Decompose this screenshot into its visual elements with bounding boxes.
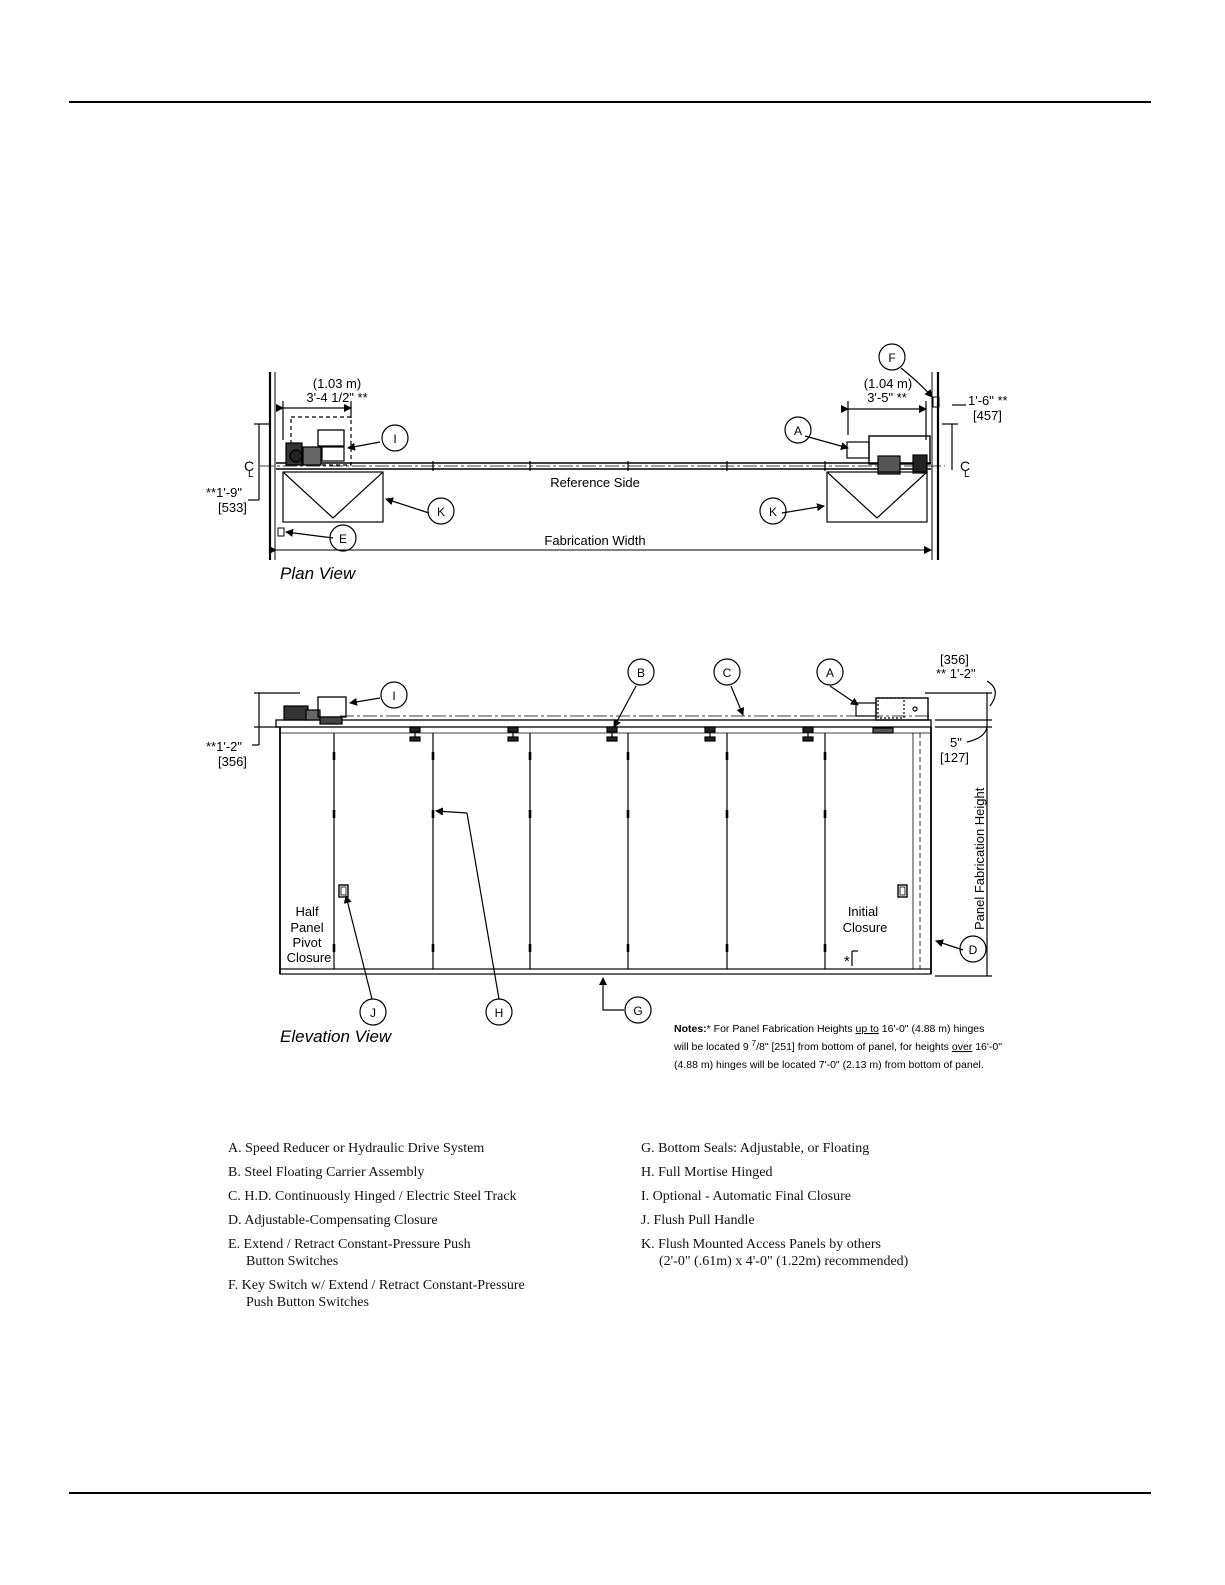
elev-dim-left: **1'-2" [206,739,242,754]
legend-item-a: A. Speed Reducer or Hydraulic Drive Syst… [228,1141,485,1156]
callout-e: E [339,532,347,546]
callout-k-left: K [437,505,445,519]
callout-g: G [633,1004,642,1018]
legend-item-h: H. Full Mortise Hinged [641,1165,773,1180]
elevation-labels: [356] ** 1'-2" **1'-2" [356] 5" [127] Pa… [206,652,987,1046]
legend-right: G. Bottom Seals: Adjustable, or Floating… [641,1140,908,1270]
callout-a-elev: A [826,666,834,680]
elevation-view [252,658,996,1026]
plan-dim-depth-mm: [533] [218,500,247,515]
legend-item-b: B. Steel Floating Carrier Assembly [228,1165,425,1180]
legend-item-e-cont: Button Switches [246,1254,339,1269]
notes-line-3: (4.88 m) hinges will be located 7'-0" (2… [674,1059,984,1071]
legend-item-f-cont: Push Button Switches [246,1295,369,1310]
legend-item-g: G. Bottom Seals: Adjustable, or Floating [641,1141,870,1156]
callout-i: I [393,432,396,446]
elev-dim-top: ** 1'-2" [936,666,976,681]
callout-i-elev: I [392,689,395,703]
legend-item-d: D. Adjustable-Compensating Closure [228,1213,438,1228]
callout-k-right: K [769,505,777,519]
notes-line-1: Notes:* For Panel Fabrication Heights up… [674,1023,984,1035]
plan-dim-left-metric: (1.03 m) [313,376,361,391]
centerline-left: C [244,458,254,474]
legend-item-e: E. Extend / Retract Constant-Pressure Pu… [228,1237,471,1252]
legend-left: A. Speed Reducer or Hydraulic Drive Syst… [228,1140,525,1311]
callout-c: C [723,666,732,680]
elevation-view-title: Elevation View [280,1027,393,1046]
legend-item-k: K. Flush Mounted Access Panels by others [641,1237,881,1252]
plan-dim-right: 3'-5" ** [867,390,907,405]
legend-item-k-cont: (2'-0" (.61m) x 4'-0" (1.22m) recommende… [659,1254,909,1269]
plan-view-title: Plan View [280,564,357,583]
footer-rule [69,1492,1151,1494]
plan-labels: (1.03 m) 3'-4 1/2" ** (1.04 m) 3'-5" ** … [206,351,1008,583]
plan-dim-depth: **1'-9" [206,485,242,500]
plan-dim-edge: 1'-6" ** [968,393,1008,408]
reference-side-label: Reference Side [550,475,640,490]
elev-dim-left-mm: [356] [218,754,247,769]
plan-dim-right-metric: (1.04 m) [864,376,912,391]
callout-a-plan: A [794,424,802,438]
notes: Notes:* For Panel Fabrication Heights up… [673,1023,1002,1071]
panel-height-label: Panel Fabrication Height [972,787,987,930]
centerline-right-sub: L [964,469,970,480]
legend-item-j: J. Flush Pull Handle [641,1213,755,1228]
callout-j: J [370,1006,376,1020]
half-panel-line-1: Half [295,904,319,919]
legend-item-i: I. Optional - Automatic Final Closure [641,1189,851,1204]
callout-f: F [888,351,895,365]
legend-item-c: C. H.D. Continuously Hinged / Electric S… [228,1189,517,1204]
elev-dim-track: 5" [950,735,962,750]
fabrication-width-label: Fabrication Width [544,533,645,548]
elev-dim-top-mm: [356] [940,652,969,667]
half-panel-line-2: Panel [290,920,323,935]
plan-view [248,343,966,560]
half-panel-line-4: Closure [287,950,332,965]
elev-dim-track-mm: [127] [940,750,969,765]
callout-h: H [495,1006,504,1020]
hinge-asterisk: * [844,953,850,970]
centerline-right: C [960,458,970,474]
legend-item-f: F. Key Switch w/ Extend / Retract Consta… [228,1278,525,1293]
plan-dim-edge-mm: [457] [973,408,1002,423]
initial-closure-line-1: Initial [848,904,878,919]
centerline-left-sub: L [248,469,254,480]
header-rule [69,101,1151,103]
plan-dim-left: 3'-4 1/2" ** [306,390,367,405]
initial-closure-line-2: Closure [843,920,888,935]
notes-line-2: will be located 9 7/8" [251] from bottom… [673,1039,1002,1053]
callout-d: D [969,943,978,957]
callout-b: B [637,666,645,680]
half-panel-line-3: Pivot [293,935,322,950]
